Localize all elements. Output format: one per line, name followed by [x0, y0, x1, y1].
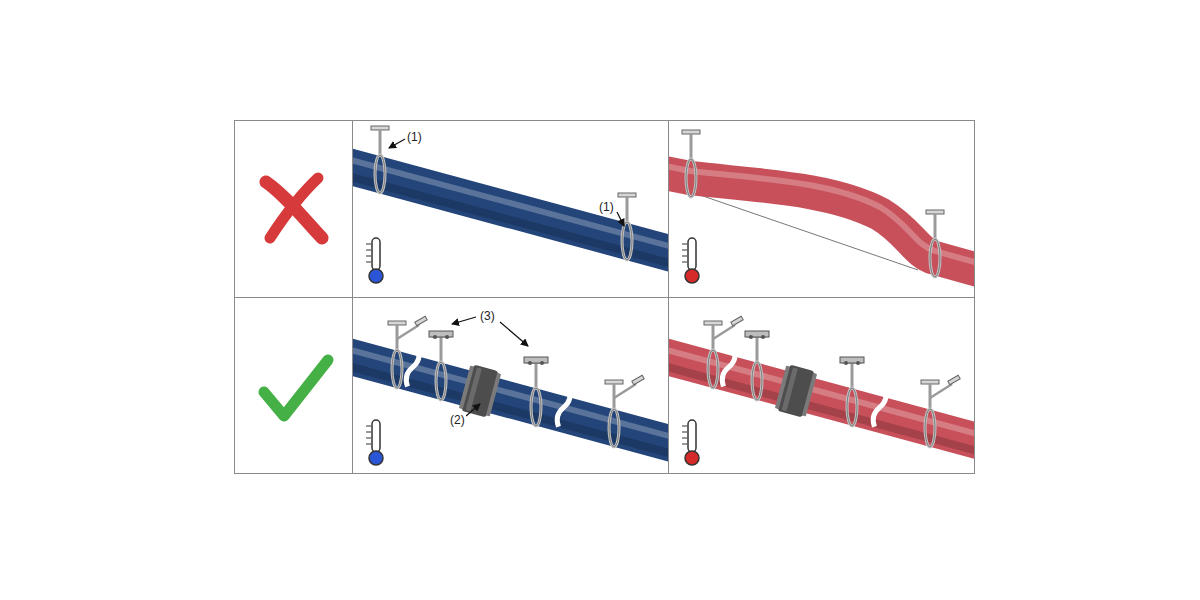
leader-arrows	[389, 139, 624, 416]
callout-number: (1)	[406, 130, 423, 144]
callout-number: (2)	[449, 413, 466, 427]
cold-pipe-fixed	[353, 126, 668, 266]
callout-number: (1)	[598, 200, 615, 214]
callout-number: (3)	[479, 309, 496, 323]
hot-pipe-bent	[669, 130, 974, 277]
hot-pipe-compensated	[669, 316, 974, 456]
cold-pipe-compensated	[353, 316, 668, 456]
wrong-mark	[266, 178, 322, 238]
correct-mark	[264, 360, 328, 416]
